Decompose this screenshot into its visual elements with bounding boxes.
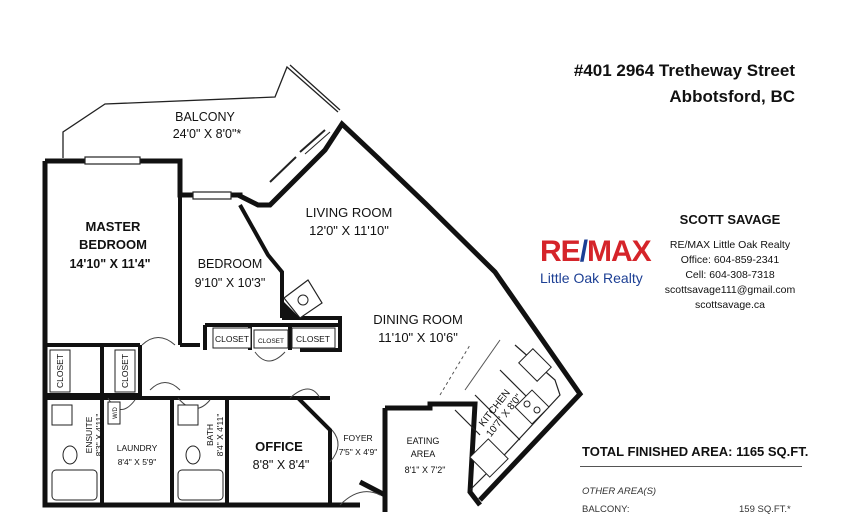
kitchen-opening (464, 339, 501, 391)
remax-logo: RE/MAX Little Oak Realty (538, 236, 666, 288)
sliding-door (269, 156, 297, 183)
window (192, 191, 232, 200)
closet-box (114, 349, 136, 393)
foyer-dims: 7'5" X 4'9" (339, 447, 378, 457)
master-label-1: MASTER (86, 219, 142, 234)
door-swing (339, 491, 381, 506)
balcony-area-value: 159 SQ.FT.* (739, 504, 791, 515)
sliding-door (304, 131, 331, 155)
agent-contact: RE/MAX Little Oak Realty Office: 604-859… (625, 238, 835, 313)
kitchen-sink (518, 348, 552, 382)
bathtub (177, 469, 224, 501)
washer-dryer (107, 401, 121, 425)
washer-dryer-label: W/D (113, 407, 119, 419)
master-dims: 14'10" X 11'4" (69, 257, 150, 271)
closet-box (253, 329, 289, 349)
ensuite-dims: 8'3" X 4'11" (94, 414, 104, 457)
office-dims: 8'8" X 8'4" (253, 458, 310, 472)
stove-burner (523, 400, 531, 408)
closet-label: CLOSET (296, 334, 330, 344)
closet-label: CLOSET (120, 354, 130, 388)
balcony-label: BALCONY (175, 110, 235, 124)
door-swing (289, 388, 321, 399)
ensuite-label: ENSUITE (84, 416, 94, 453)
door-swing (329, 429, 339, 463)
closet-box (291, 327, 336, 349)
fireplace-circle (297, 294, 309, 306)
dining-room-dims: 11'10" X 10'6" (378, 330, 458, 345)
toilet (185, 445, 201, 465)
remax-wordmark: RE/MAX (540, 235, 652, 268)
address-line-1: #401 2964 Tretheway Street (573, 61, 795, 80)
door-swing (107, 397, 136, 410)
stove (514, 389, 550, 425)
exterior-wall (42, 120, 584, 512)
door-swing (254, 351, 286, 362)
kitchen-counter (454, 344, 561, 491)
vanity (177, 404, 199, 426)
sliding-door (299, 129, 326, 153)
vanity (51, 404, 73, 426)
eating-area-label-1: EATING (407, 436, 440, 446)
fireplace (283, 279, 323, 319)
divider (580, 466, 802, 467)
fireplace-hearth (282, 300, 300, 318)
total-finished-area: TOTAL FINISHED AREA: 1165 SQ.FT. (582, 444, 809, 459)
closet-label: CLOSET (55, 354, 65, 388)
eating-area-dims: 8'1" X 7'2" (405, 465, 446, 475)
dining-room-label: DINING ROOM (373, 312, 463, 327)
kitchen-opening (439, 344, 471, 396)
address-line-2: Abbotsford, BC (669, 87, 795, 106)
agent-brokerage: RE/MAX Little Oak Realty (669, 239, 791, 251)
agent-email[interactable]: scottsavage111@gmail.com (664, 284, 796, 296)
door-swing (149, 382, 181, 391)
laundry-label: LAUNDRY (117, 443, 158, 453)
office-label: OFFICE (255, 439, 303, 454)
foyer-label: FOYER (343, 433, 372, 443)
door-swing (141, 337, 176, 346)
stove-burner (533, 406, 541, 414)
other-areas-heading: OTHER AREA(S) (582, 486, 657, 497)
balcony-outline (62, 64, 341, 158)
bath-label: BATH (205, 424, 215, 446)
bedroom-label: BEDROOM (198, 257, 263, 271)
toilet (62, 445, 78, 465)
master-label-2: BEDROOM (79, 237, 147, 252)
closet-box (49, 349, 71, 393)
living-room-dims: 12'0" X 11'10" (309, 223, 389, 238)
bedroom-dims: 9'10" X 10'3" (195, 276, 266, 290)
agent-office-phone: Office: 604-859-2341 (680, 254, 780, 266)
window (84, 156, 141, 165)
balcony-area-label: BALCONY: (582, 504, 630, 515)
laundry-dims: 8'4" X 5'9" (118, 457, 157, 467)
remax-subtitle: Little Oak Realty (540, 270, 643, 286)
closet-box (212, 327, 252, 349)
closet-label: CLOSET (215, 334, 249, 344)
agent-name: SCOTT SAVAGE (679, 212, 781, 227)
closet-label: CLOSET (258, 338, 284, 345)
agent-website[interactable]: scottsavage.ca (694, 299, 766, 311)
eating-area-label-2: AREA (411, 449, 436, 459)
fridge (469, 438, 509, 478)
bath-dims: 8'4" X 4'11" (215, 414, 225, 457)
agent-cell-phone: Cell: 604-308-7318 (685, 269, 775, 281)
living-room-label: LIVING ROOM (306, 205, 393, 220)
balcony-dims: 24'0" X 8'0"* (173, 127, 242, 141)
bathtub (51, 469, 98, 501)
